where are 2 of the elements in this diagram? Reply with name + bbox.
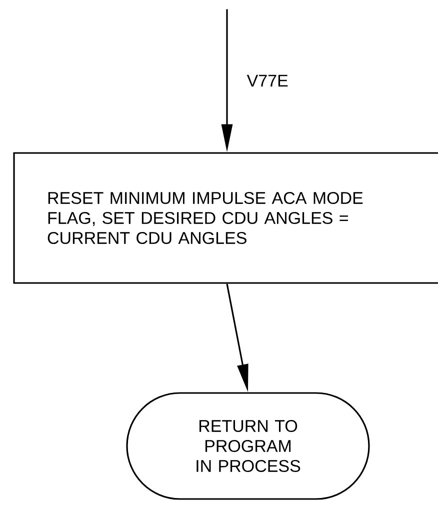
edge-label: V77E [246,74,290,88]
process-box: RESET MINIMUM IMPULSE ACA MODE FLAG, SET DESIRED CDU ANGLES = CURRENT CDU ANGLES [13,152,438,284]
